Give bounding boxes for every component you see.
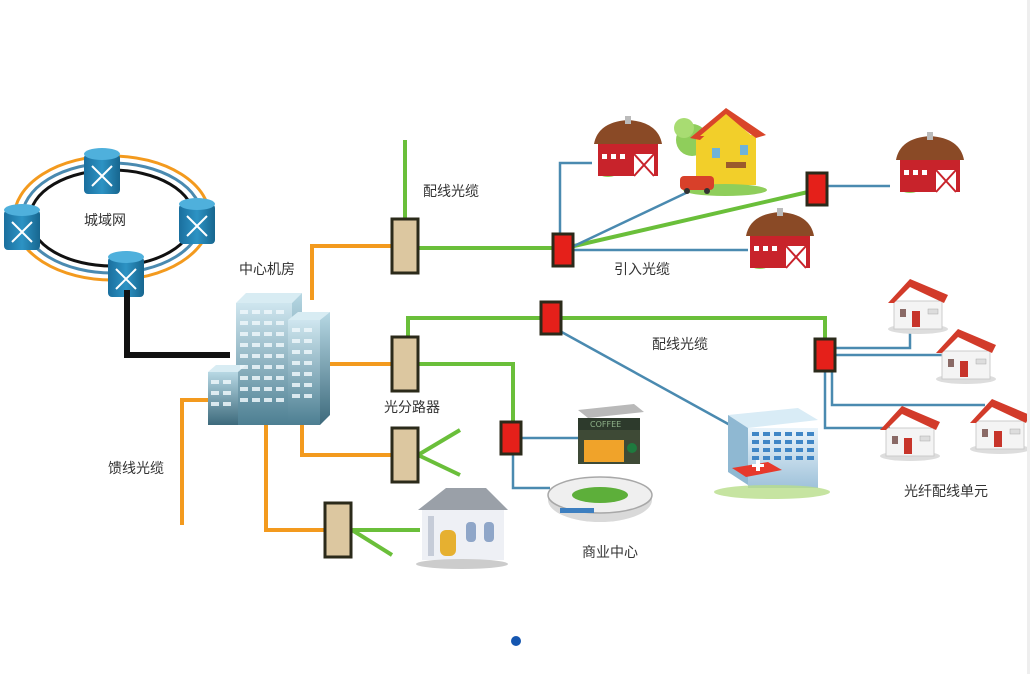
house-icon	[888, 279, 948, 334]
distribution-cable-label-top: 配线光缆	[423, 184, 479, 200]
optical-splitter-1	[390, 217, 420, 275]
drop-cable-label: 引入光缆	[614, 262, 670, 278]
optical-splitter-2	[390, 335, 420, 393]
fiber-distribution-unit-label: 光纤配线单元	[904, 484, 988, 500]
central-office-building	[208, 293, 330, 425]
metro-network-label: 城域网	[84, 213, 126, 229]
uplink-cable	[124, 290, 230, 358]
optical-splitter-3	[390, 426, 420, 484]
feeder-cables	[180, 244, 392, 532]
villa-icon	[674, 108, 767, 196]
bank-icon	[416, 488, 508, 569]
barn-icon	[896, 132, 964, 193]
carousel-pager-dot[interactable]	[511, 636, 521, 646]
feeder-cable-label: 馈线光缆	[108, 461, 164, 477]
central-office-label: 中心机房	[239, 262, 295, 278]
house-icon	[936, 329, 996, 384]
barn-icon	[746, 208, 814, 269]
fiber-terminal-4	[813, 337, 837, 373]
router-icon	[108, 251, 144, 297]
distribution-cable-label-mid: 配线光缆	[652, 337, 708, 353]
fiber-terminal-5	[499, 420, 523, 456]
optical-splitter-label: 光分路器	[384, 400, 440, 416]
distribution-cables	[350, 140, 827, 557]
fiber-terminal-2	[805, 171, 829, 207]
fiber-terminal-3	[539, 300, 563, 336]
scrollbar-track[interactable]	[1027, 0, 1030, 674]
router-icon	[4, 204, 40, 250]
business-center-label: 商业中心	[582, 545, 638, 561]
svg-text:COFFEE: COFFEE	[590, 420, 621, 429]
stadium-icon	[547, 476, 653, 522]
house-icon	[970, 399, 1030, 454]
router-icon	[179, 198, 215, 244]
drop-cables	[511, 161, 985, 490]
router-icon	[84, 148, 120, 194]
hospital-icon	[714, 408, 830, 499]
optical-splitter-4	[323, 501, 353, 559]
house-icon	[880, 406, 940, 461]
fiber-terminal-1	[551, 232, 575, 268]
coffee-shop-icon: COFFEE	[578, 404, 644, 464]
barn-icon	[594, 116, 662, 177]
